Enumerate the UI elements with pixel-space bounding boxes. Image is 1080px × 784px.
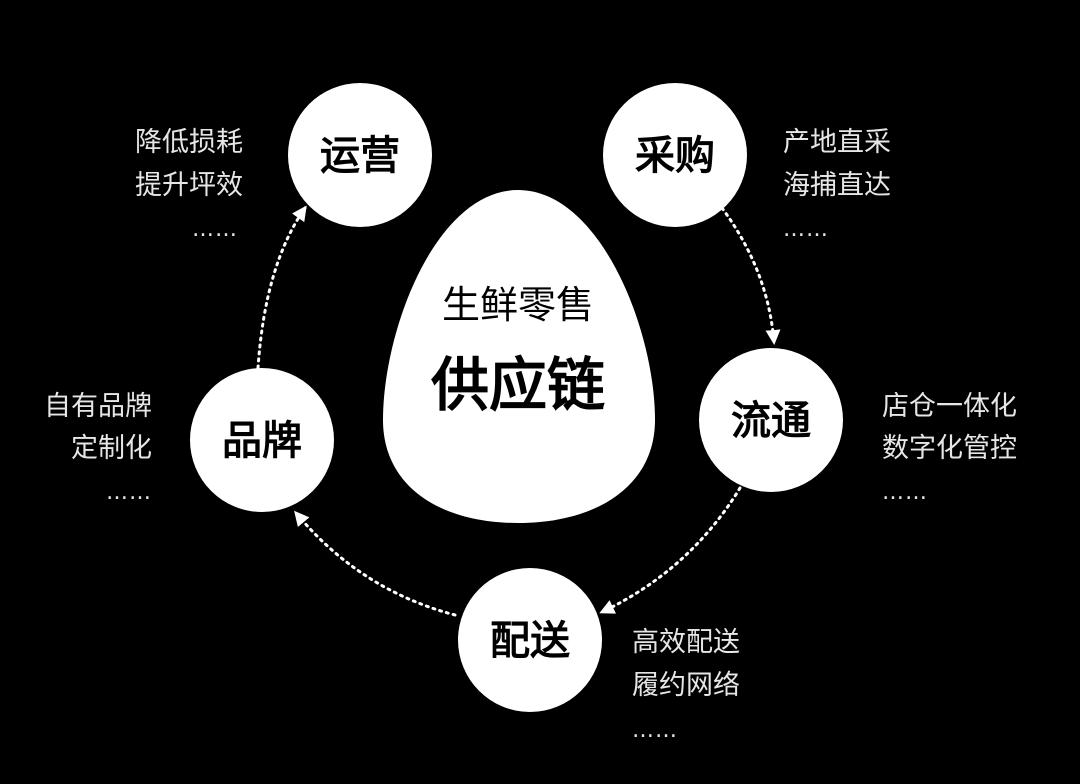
arrow-delivery-to-brand xyxy=(294,510,457,617)
node-label: 品牌 xyxy=(222,418,302,464)
node-label: 采购 xyxy=(635,133,715,179)
note-ellipsis: …… xyxy=(783,217,829,242)
node-label: 运营 xyxy=(320,133,400,179)
note-text: 履约网络 xyxy=(632,670,740,701)
note-text: 提升坪效 xyxy=(135,170,243,201)
note-text: 定制化 xyxy=(71,433,152,464)
note-text: 高效配送 xyxy=(632,627,740,658)
note-text: 产地直采 xyxy=(783,127,891,158)
center-egg: 生鲜零售 供应链 xyxy=(383,190,655,523)
note-ellipsis: …… xyxy=(106,480,152,505)
notes-purchase: 产地直采 海捕直达 …… xyxy=(783,127,891,242)
node-label: 配送 xyxy=(490,618,570,664)
center-title: 供应链 xyxy=(430,351,605,419)
note-text: 自有品牌 xyxy=(44,391,152,422)
node-brand: 品牌 xyxy=(190,368,334,512)
notes-brand: 自有品牌 定制化 …… xyxy=(44,391,152,505)
note-text: 店仓一体化 xyxy=(882,391,1017,422)
note-ellipsis: …… xyxy=(882,480,928,505)
node-delivery: 配送 xyxy=(458,568,602,712)
note-text: 海捕直达 xyxy=(783,170,891,201)
notes-delivery: 高效配送 履约网络 …… xyxy=(632,627,740,743)
note-ellipsis: …… xyxy=(632,718,678,743)
node-purchase: 采购 xyxy=(603,83,747,227)
note-text: 降低损耗 xyxy=(135,127,243,158)
center-subtitle: 生鲜零售 xyxy=(442,283,594,327)
notes-circulation: 店仓一体化 数字化管控 …… xyxy=(882,391,1017,505)
note-ellipsis: …… xyxy=(192,217,238,242)
note-text: 数字化管控 xyxy=(882,433,1017,464)
arrow-brand-to-operations xyxy=(256,205,307,370)
arrow-circulation-to-delivery xyxy=(599,486,742,614)
notes-operations: 降低损耗 提升坪效 …… xyxy=(135,127,243,242)
node-operations: 运营 xyxy=(288,83,432,227)
arrow-purchase-to-circulation xyxy=(720,206,781,345)
node-circulation: 流通 xyxy=(699,348,843,492)
node-label: 流通 xyxy=(731,398,811,444)
